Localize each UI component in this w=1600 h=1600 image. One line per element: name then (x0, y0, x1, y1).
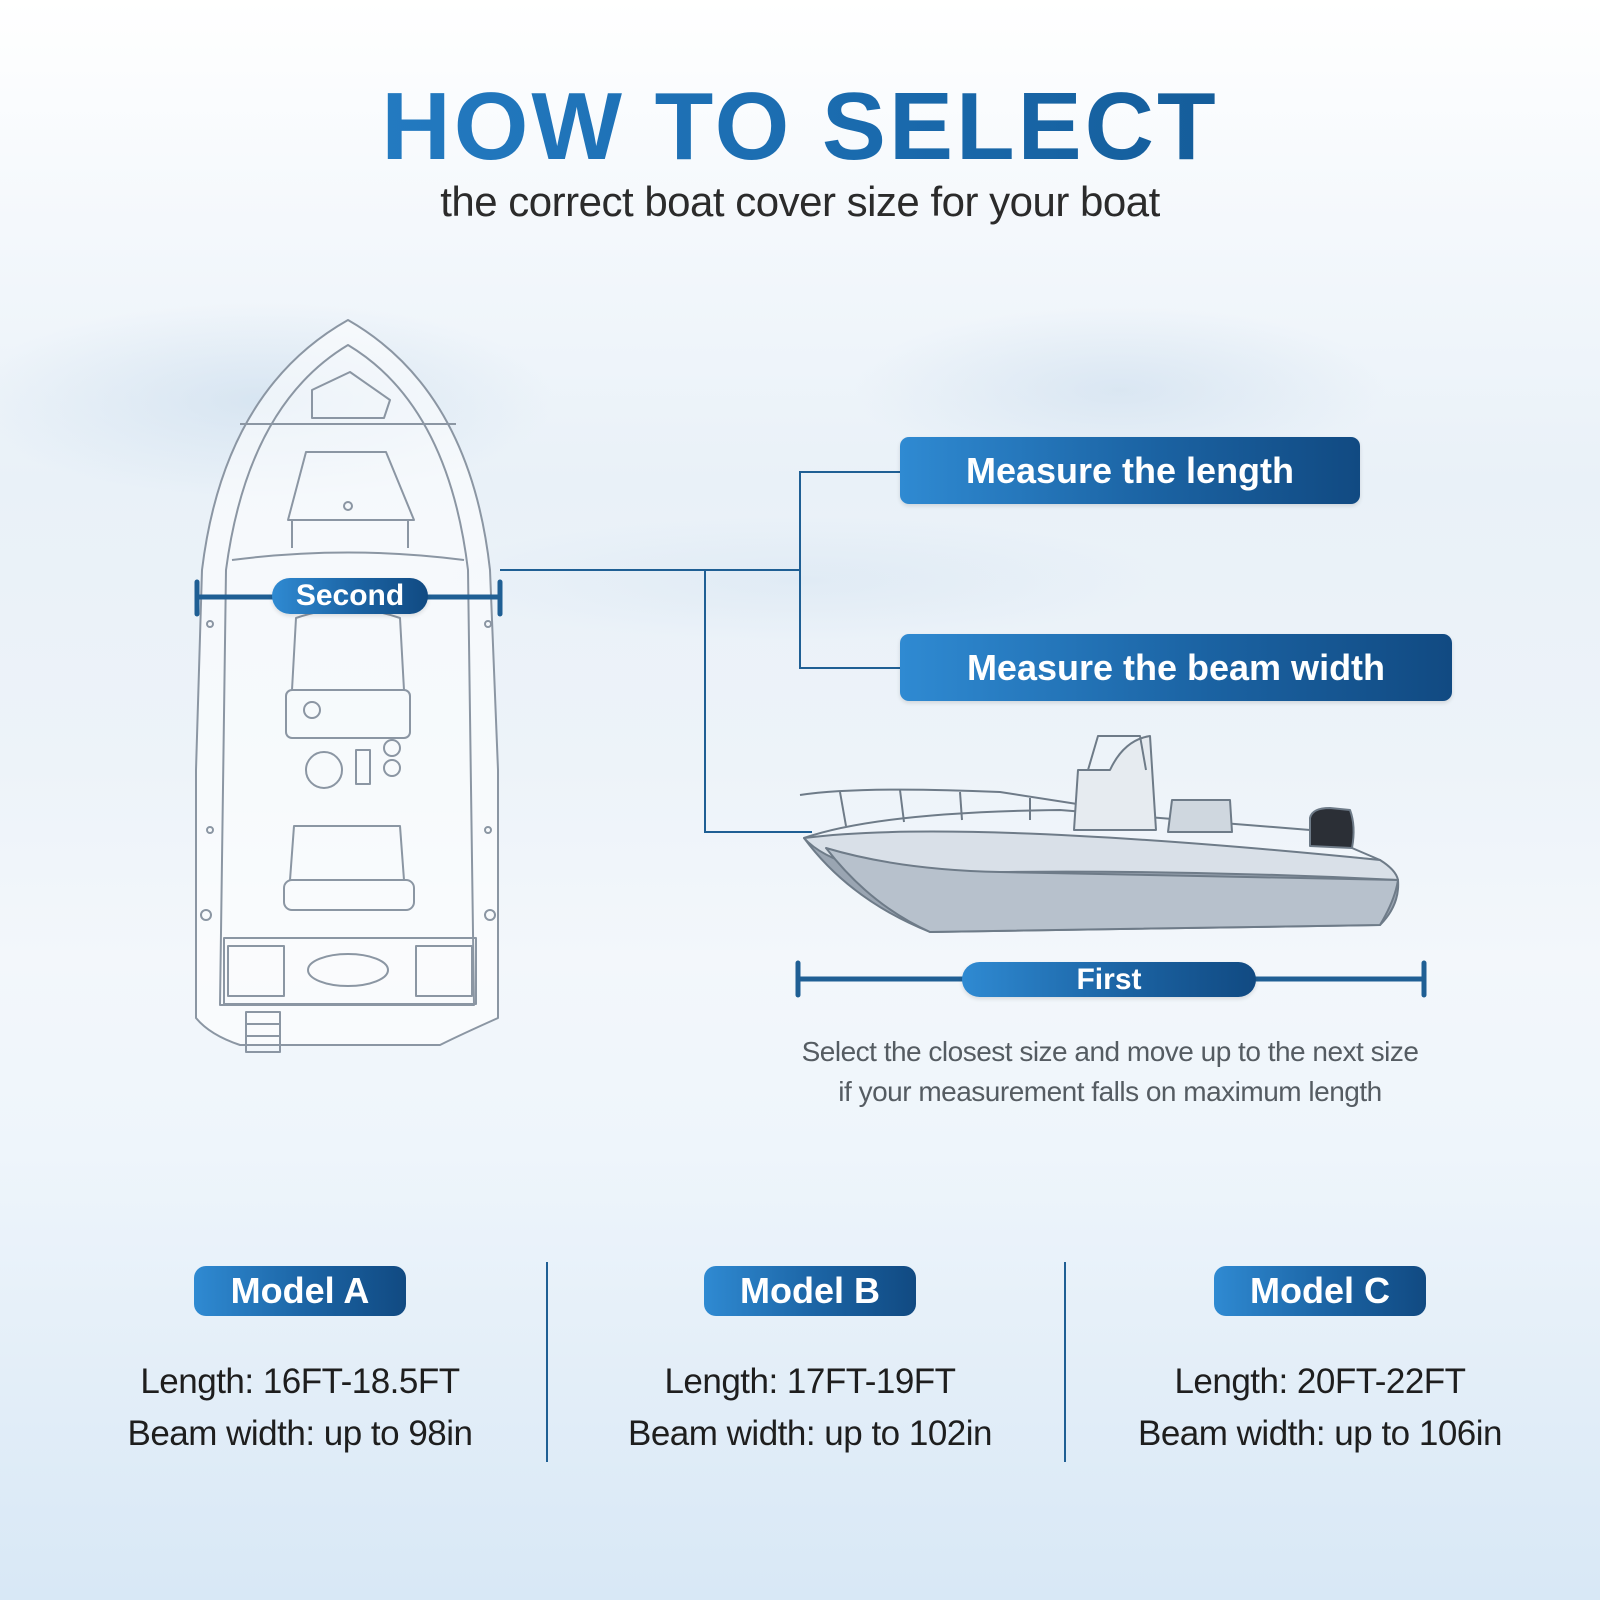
model-c-card: Model C Length: 20FT-22FT Beam width: up… (1065, 1266, 1575, 1460)
measure-length-label: Measure the length (900, 437, 1360, 504)
model-divider (1064, 1262, 1066, 1462)
connector-lines (500, 471, 900, 833)
sizing-note-line-2: if your measurement falls on maximum len… (838, 1076, 1382, 1107)
model-a-beam: Beam width: up to 98in (127, 1414, 473, 1453)
model-b-length: Length: 17FT-19FT (664, 1362, 956, 1401)
second-step-badge: Second (272, 578, 428, 614)
page-title: HOW TO SELECT (0, 72, 1600, 182)
model-a-length: Length: 16FT-18.5FT (140, 1362, 460, 1401)
model-b-card: Model B Length: 17FT-19FT Beam width: up… (555, 1266, 1065, 1460)
side-view-boat-illustration (799, 735, 1400, 933)
model-b-badge: Model B (704, 1266, 916, 1316)
sizing-note: Select the closest size and move up to t… (760, 1032, 1460, 1112)
model-a-card: Model A Length: 16FT-18.5FT Beam width: … (45, 1266, 555, 1460)
sizing-note-line-1: Select the closest size and move up to t… (801, 1036, 1419, 1067)
model-c-badge: Model C (1214, 1266, 1426, 1316)
page-subtitle: the correct boat cover size for your boa… (440, 178, 1160, 225)
model-a-badge: Model A (194, 1266, 406, 1316)
top-view-boat-illustration (195, 319, 499, 1053)
first-step-badge: First (962, 962, 1256, 997)
measure-beam-width-label: Measure the beam width (900, 634, 1452, 701)
model-b-beam: Beam width: up to 102in (627, 1414, 993, 1453)
model-c-length: Length: 20FT-22FT (1174, 1362, 1466, 1401)
model-divider (546, 1262, 548, 1462)
model-c-beam: Beam width: up to 106in (1137, 1414, 1503, 1453)
